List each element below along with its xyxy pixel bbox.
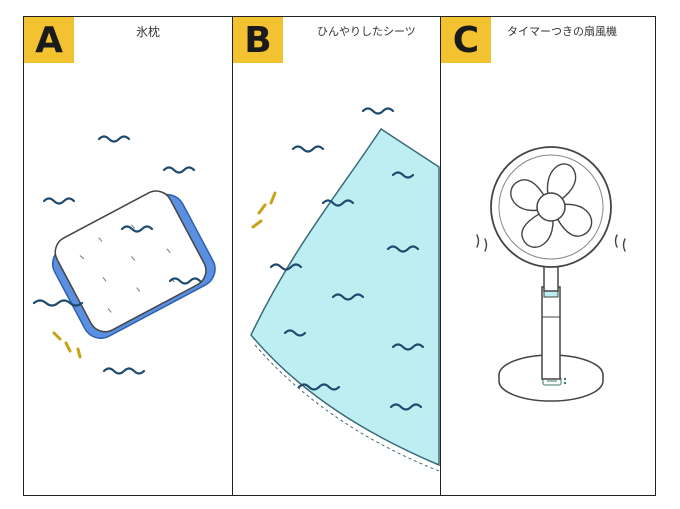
panel-c-letter: C bbox=[452, 19, 480, 61]
ice-pillow-illustration bbox=[32, 135, 216, 375]
panel-c-badge: C bbox=[441, 17, 491, 63]
panel-c-caption: タイマーつきの扇風機 bbox=[507, 25, 617, 38]
panel-a-letter: A bbox=[35, 19, 63, 61]
fan-motion-marks bbox=[476, 234, 626, 252]
panel-a-badge: A bbox=[24, 17, 74, 63]
cold-wave-marks-b bbox=[269, 107, 425, 411]
panel-b-caption: ひんやりしたシーツ bbox=[317, 25, 416, 38]
panel-c: C タイマーつきの扇風機 bbox=[441, 17, 655, 495]
sheet-body bbox=[250, 127, 440, 467]
ice-pillow-cover bbox=[54, 190, 207, 333]
shake-marks-b bbox=[251, 191, 277, 229]
panel-b: B ひんやりしたシーツ bbox=[233, 17, 441, 495]
panel-a-caption: 氷枕 bbox=[136, 25, 161, 39]
shake-marks bbox=[52, 331, 82, 359]
panel-a: A 氷枕 bbox=[24, 17, 233, 495]
cold-wave-marks bbox=[32, 135, 202, 375]
timer-fan-illustration bbox=[476, 146, 626, 402]
cool-sheet-illustration bbox=[250, 107, 440, 472]
panel-b-badge: B bbox=[233, 17, 283, 63]
fan-hub bbox=[536, 192, 566, 222]
sheet-hem bbox=[254, 344, 440, 472]
panel-b-letter: B bbox=[244, 19, 272, 61]
comic-frame: A 氷枕 bbox=[23, 16, 656, 496]
fan-pole bbox=[541, 286, 561, 380]
